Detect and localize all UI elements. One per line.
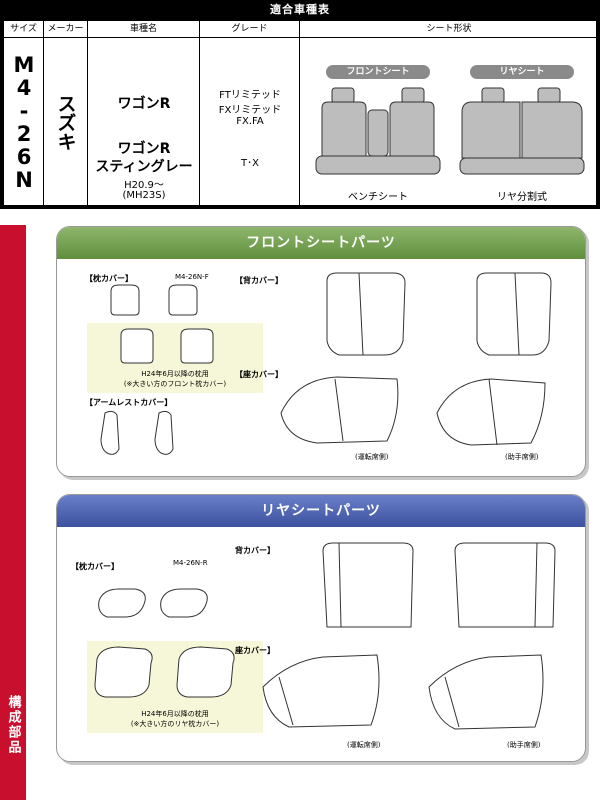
- front-back-cover-icon: [326, 272, 552, 356]
- header-grade: グレード: [200, 21, 300, 37]
- front-back-label: 【背カバー】: [235, 276, 283, 285]
- armrest-cover-icon: [100, 410, 174, 455]
- front-headrest-cover-icon: [110, 284, 198, 316]
- rear-note-line2: (※大きい方のリヤ枕カバー): [130, 720, 220, 728]
- front-bench-seat-icon: [315, 87, 441, 175]
- rear-parts-panel: リヤシートパーツ 【枕カバー】 M4-26N-R H24年6月以降の枕用 (※大…: [56, 494, 586, 762]
- car-year: H20.9〜: [124, 180, 164, 191]
- rear-driver-caption: (運転席側): [347, 741, 381, 749]
- table-title: 適合車種表: [270, 3, 330, 16]
- rear-split-seat-icon: [459, 87, 585, 175]
- header-car: 車種名: [88, 21, 200, 37]
- rear-code: M4-26N-R: [173, 559, 208, 567]
- front-armrest-label: 【アームレストカバー】: [85, 398, 173, 407]
- car-name-2-line1: ワゴンR: [117, 141, 171, 157]
- front-seat-label: 【座カバー】: [235, 370, 283, 379]
- rear-note-line1: H24年6月以降の枕用: [141, 710, 209, 718]
- header-size: サイズ: [4, 21, 44, 37]
- front-note-box: H24年6月以降の枕用 (※大きい方のフロント枕カバー): [87, 323, 263, 393]
- car-model: (MH23S): [122, 190, 166, 201]
- header-maker: メーカー: [44, 21, 88, 37]
- front-driver-caption: (運転席側): [355, 453, 389, 461]
- front-headrest-label: 【枕カバー】: [85, 274, 133, 283]
- rear-parts-title: リヤシートパーツ: [57, 495, 585, 527]
- header-shape: シート形状: [426, 24, 472, 34]
- compatibility-table: 適合車種表 サイズ メーカー 車種名 グレード シート形状 M4-26N スズキ…: [0, 0, 600, 209]
- front-passenger-caption: (助手席側): [505, 453, 539, 461]
- front-note-line1: H24年6月以降の枕用: [141, 370, 209, 378]
- rear-back-cover-icon: [322, 542, 556, 628]
- car-name-1: ワゴンR: [117, 96, 171, 112]
- rear-seat-pill: リヤシート: [470, 65, 574, 79]
- front-seat-cover-icon: [280, 376, 546, 446]
- front-note-line2: (※大きい方のフロント枕カバー): [123, 380, 227, 388]
- table-header-row: サイズ メーカー 車種名 グレード シート形状: [4, 21, 596, 38]
- car-name-2-line2: スティングレー: [95, 159, 193, 175]
- front-large-headrest-icon: [120, 328, 214, 364]
- grade-cell: FTリミテッド FXリミテッド FX.FA T･X: [200, 38, 300, 206]
- table-body: サイズ メーカー 車種名 グレード シート形状 M4-26N スズキ ワゴンR …: [3, 20, 597, 206]
- maker-name: スズキ: [54, 93, 77, 151]
- rear-back-label: 背カバー】: [235, 546, 275, 555]
- front-parts-title: フロントシートパーツ: [57, 227, 585, 259]
- rear-seat-type: リヤ分割式: [497, 192, 547, 203]
- rear-seat-cover-icon: [262, 654, 544, 730]
- grade-1: FTリミテッド: [219, 90, 281, 101]
- rear-seat-label: 座カバー】: [235, 646, 275, 655]
- grade-3: FX.FA: [236, 116, 264, 127]
- grade-2: FXリミテッド: [218, 105, 282, 116]
- front-code: M4-26N-F: [175, 273, 209, 281]
- front-seat-pill: フロントシート: [326, 65, 430, 79]
- front-seat-type: ベンチシート: [348, 192, 408, 203]
- rear-headrest-cover-icon: [98, 588, 208, 618]
- sidebar-label: 構成部品: [5, 695, 21, 755]
- rear-large-headrest-icon: [94, 646, 235, 698]
- sidebar-bar: 構成部品: [0, 225, 26, 800]
- rear-note-box: H24年6月以降の枕用 (※大きい方のリヤ枕カバー): [87, 641, 263, 733]
- rear-headrest-label: 【枕カバー】: [71, 562, 119, 571]
- rear-passenger-caption: (助手席側): [507, 741, 541, 749]
- grade-4: T･X: [241, 158, 259, 169]
- front-parts-panel: フロントシートパーツ 【枕カバー】 M4-26N-F H24年6月以降の枕用 (…: [56, 226, 586, 477]
- seat-shape-cell: フロントシート リヤシート ベンチシート: [300, 38, 598, 206]
- car-name-cell: ワゴンR ワゴンR スティングレー H20.9〜 (MH23S): [88, 38, 200, 206]
- size-code: M4-26N: [12, 53, 36, 191]
